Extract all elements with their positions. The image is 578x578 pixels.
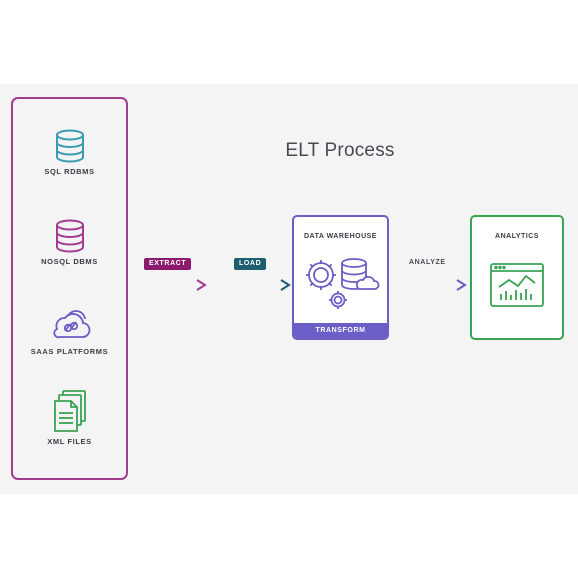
cloud-icon: [355, 275, 380, 290]
transform-bar: TRANSFORM: [294, 323, 387, 338]
source-label: SAAS PLATFORMS: [30, 347, 109, 356]
analytics-title: ANALYTICS: [495, 233, 539, 240]
data-warehouse-box: DATA WAREHOUSE TRANSFORM: [292, 215, 389, 340]
analytics-box: ANALYTICS: [470, 215, 564, 340]
source-sql-rdbms: SQL RDBMS: [11, 129, 128, 176]
source-label: XML FILES: [47, 437, 92, 446]
database-icon: [55, 129, 84, 163]
diagram-title: ELT Process: [285, 140, 395, 161]
small-gear-icon: [329, 291, 347, 309]
load-tag: LOAD: [234, 258, 267, 270]
data-sources-container: [11, 97, 128, 480]
dashboard-chart-icon: [490, 263, 544, 307]
source-nosql-dbms: NOSQL DBMS: [11, 219, 128, 266]
extract-arrow: [129, 279, 207, 291]
gear-icon: [306, 260, 336, 290]
warehouse-icon: [306, 258, 380, 309]
cloud-icon: [52, 310, 90, 339]
source-label: SQL RDBMS: [44, 167, 95, 176]
data-warehouse-title: DATA WAREHOUSE: [304, 233, 377, 240]
analyze-arrow: [389, 279, 467, 291]
source-saas-platforms: SAAS PLATFORMS: [11, 307, 128, 356]
source-label: NOSQL DBMS: [41, 257, 98, 266]
extract-tag: EXTRACT: [144, 258, 192, 270]
load-arrow: [212, 279, 291, 291]
analyze-label: ANALYZE: [409, 259, 446, 266]
source-xml-files: XML FILES: [11, 389, 128, 446]
files-icon: [53, 390, 86, 432]
database-icon: [55, 219, 84, 253]
